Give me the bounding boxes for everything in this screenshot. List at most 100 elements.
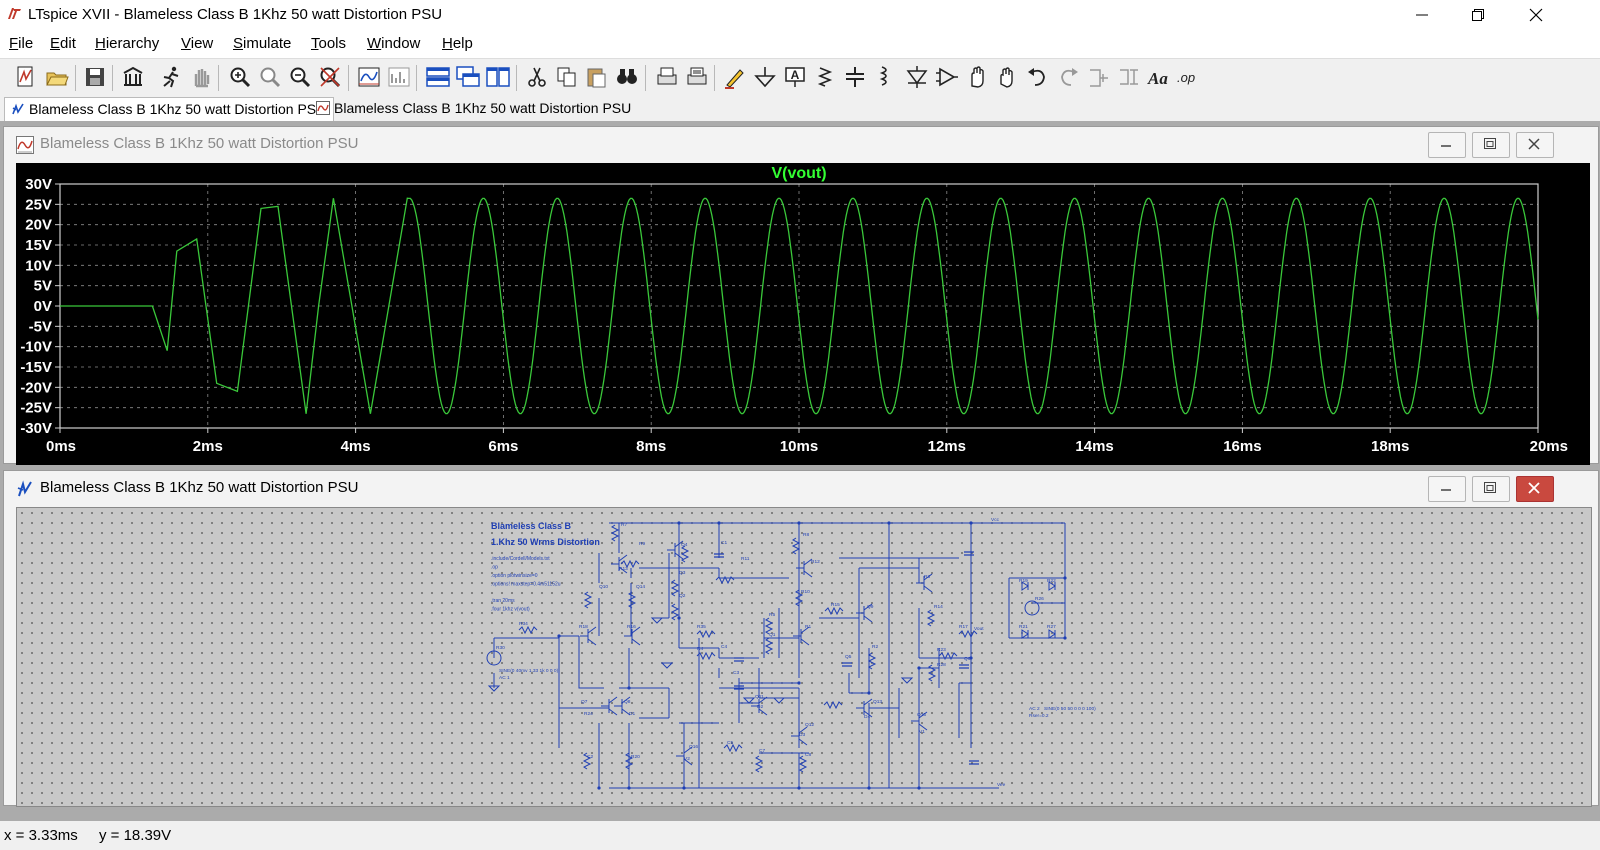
component-label[interactable]: R23 [937,647,946,653]
capacitor-symbol[interactable] [969,760,979,765]
capacitor-symbol[interactable] [734,657,744,662]
voltage-source-v1[interactable] [486,650,502,666]
run-button[interactable] [158,64,184,90]
wire[interactable] [848,648,870,788]
transistor-symbol[interactable] [624,626,641,646]
component-label[interactable]: R20 [631,754,640,760]
resistor-symbol[interactable] [518,625,538,635]
capacitor-symbol[interactable] [964,551,974,556]
resistor-symbol[interactable] [670,579,680,597]
diode-symbol[interactable] [1021,629,1029,639]
wire[interactable] [618,523,800,568]
ground-button[interactable] [752,64,778,90]
component-label[interactable]: D4 [864,714,870,720]
component-label[interactable]: C4 [721,644,727,650]
view-fft-button[interactable] [386,64,412,90]
resistor-symbol[interactable] [627,591,637,609]
component-label[interactable]: R34 [519,621,528,627]
drag-button[interactable] [994,64,1020,90]
component-label[interactable]: Q1 [769,632,776,638]
component-label[interactable]: R22 [1047,578,1056,584]
transistor-symbol[interactable] [580,626,597,646]
schematic-window[interactable]: Blameless Class B 1Khz 50 watt Distortio… [3,470,1599,807]
resistor-symbol[interactable] [754,755,764,773]
component-label[interactable]: R10 [801,589,810,595]
component-label[interactable]: R3 [924,574,930,580]
undo-button[interactable] [1024,64,1050,90]
component-label[interactable]: Q16 [689,744,698,750]
wire[interactable] [639,548,789,579]
schematic-maximize-button[interactable] [1472,476,1510,502]
component-label[interactable]: R4 [697,646,703,652]
transistor-symbol[interactable] [856,603,873,623]
diode-button[interactable] [904,64,930,90]
component-label[interactable]: D2 [757,704,763,710]
transistor-symbol[interactable] [611,554,628,574]
wire[interactable] [1008,523,1066,639]
mirror-button[interactable] [1116,64,1142,90]
net-label-vout[interactable]: Vout [974,626,984,632]
ground-symbol[interactable] [487,685,501,692]
transistor-symbol[interactable] [667,540,684,560]
schematic-minimize-button[interactable] [1428,476,1466,502]
component-button[interactable] [934,64,960,90]
component-label[interactable]: R5 [769,612,775,618]
component-label[interactable]: R12 [811,559,820,565]
component-label[interactable]: Q12 [805,722,814,728]
menu-tools[interactable]: Tools [311,35,347,52]
capacitor-button[interactable] [842,64,868,90]
spice-directive[interactable]: .options! maxstep=0.4m51152u [491,582,561,588]
component-label[interactable]: R7 [621,522,627,528]
component-label[interactable]: C5 [727,740,733,746]
resistor-symbol[interactable] [794,589,804,607]
component-label[interactable]: Q2 [679,593,686,599]
diode-symbol[interactable] [1048,581,1056,591]
menu-hierarchy[interactable]: Hierarchy [95,35,160,52]
resistor-symbol[interactable] [696,629,716,639]
source-v2-label[interactable]: SINE(0 50 50 0 0 0 100) [1044,706,1096,712]
component-label[interactable]: R30 [496,645,505,651]
component-label[interactable]: Q15 [917,712,926,718]
spice-directive[interactable]: .four 1khz v(vout) [491,607,530,613]
ground-symbol[interactable] [650,617,664,624]
zoom-in-button[interactable] [227,64,253,90]
component-label[interactable]: R24 [584,711,593,717]
menu-simulate[interactable]: Simulate [233,35,292,52]
component-label[interactable]: Q9 [867,604,874,610]
component-label[interactable]: Q3 [679,570,686,576]
inductor-button[interactable] [872,64,898,90]
wire-button[interactable] [722,64,748,90]
trace-vout[interactable] [60,197,1539,415]
component-label[interactable]: V2 [684,756,690,762]
transistor-symbol[interactable] [614,696,631,716]
component-label[interactable]: C7 [759,748,765,754]
cascade-button[interactable] [455,64,481,90]
resistor-symbol[interactable] [723,743,743,753]
restore-button[interactable] [1450,0,1506,30]
ground-symbol[interactable] [660,662,674,669]
component-label[interactable]: C2 [587,754,593,760]
ground-symbol[interactable] [772,697,786,704]
paste-button[interactable] [584,64,610,90]
component-label[interactable]: R1 [805,624,811,630]
new-schematic-button[interactable] [13,64,39,90]
move-button[interactable] [964,64,990,90]
resistor-symbol[interactable] [583,591,593,609]
wire[interactable] [938,648,972,748]
wire[interactable] [819,567,919,678]
spice-directive[interactable]: .op [491,565,498,571]
component-label[interactable]: R2 [872,644,878,650]
schematic-close-button[interactable] [1516,476,1554,502]
schematic-header-title[interactable]: Blameless Class B [491,521,572,531]
rotate-button[interactable] [1086,64,1112,90]
component-label[interactable]: C3 [733,670,739,676]
transistor-symbol[interactable] [916,573,933,593]
component-label[interactable]: R13 [619,566,628,572]
wire[interactable] [609,522,1065,789]
close-button[interactable] [1508,0,1564,30]
component-label[interactable]: Q5 [845,654,852,660]
copy-button[interactable] [554,64,580,90]
component-label[interactable]: R14 [934,604,943,610]
spice-directive-button[interactable]: .op [1176,64,1202,90]
